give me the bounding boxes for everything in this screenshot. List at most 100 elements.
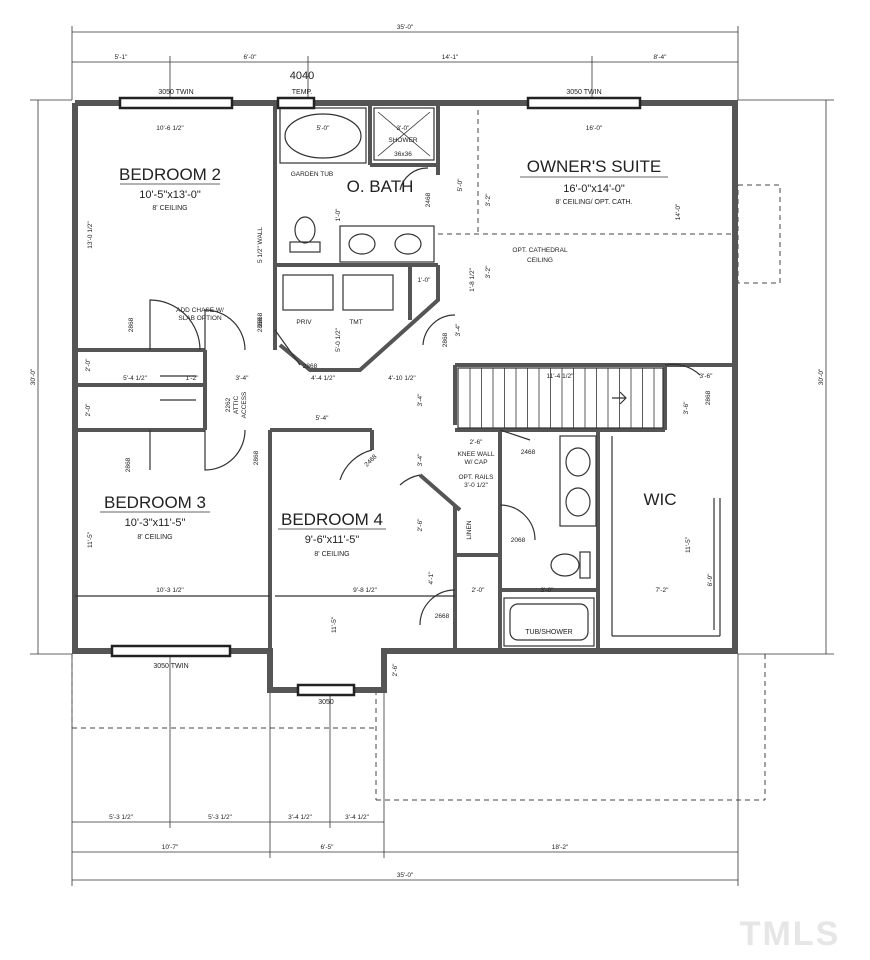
window-suite [526,96,642,110]
dim-wic-width: 7'-2" [656,587,670,594]
room-ceiling-owners-suite: 8' CEILING/ OPT. CATH. [555,199,632,206]
dim-top-c: 14'-1" [442,54,459,61]
room-ceiling-bedroom-4: 8' CEILING [314,551,349,558]
window-label-bed2: 3050 TWIN [158,89,193,96]
dim-wic-height: 11'-5" [685,536,692,553]
dim-suite-height: 14'-0" [675,203,682,220]
door-label-bed4-in: 2868 [303,363,318,370]
dim-vert-e: 3'-4" [417,453,424,467]
dim-vert-a: 2'-0" [85,358,92,372]
label-attic-3: ACCESS [241,391,248,418]
overall-depth-right: 30'-0" [818,368,825,385]
dim-bottom-g: 18'-2" [552,844,569,851]
label-mirror-2: TMT [349,319,362,326]
window-label-suite: 3050 TWIN [566,89,601,96]
dim-bottom-c: 3'-4 1/2" [288,814,312,821]
interior-walls [75,103,735,651]
fixture-labels: SHOWER 36x36 GARDEN TUB TUB/SHOWER LINEN… [176,137,573,636]
door-label-suite: 2868 [442,332,449,347]
stair-outline [457,367,664,429]
door-label-wic: 2868 [705,390,712,405]
room-bedroom-2: BEDROOM 2 10'-5"x13'-0" 8' CEILING [119,165,221,212]
dim-bottom-b: 5'-3 1/2" [208,814,232,821]
room-size-bedroom-4: 9'-6"x11'-5" [305,534,360,546]
label-cathedral-2: CEILING [527,257,553,264]
dim-bump: 2'-6" [392,663,399,677]
door-label-bed2: 2868 [128,317,135,332]
dim-vert-k: 1'-0" [335,208,342,222]
dim-hall-7: 5'-4" [316,415,330,422]
label-opt-rails: OPT. RAILS [458,474,494,481]
dim-hall-5: 4'-10 1/2" [388,375,416,382]
room-name-owners-suite: OWNER'S SUITE [527,157,662,176]
room-name-wic: WIC [643,490,676,509]
owners-bath-fixtures [279,107,435,311]
dim-hall-4: 4'-4 1/2" [311,375,335,382]
room-size-owners-suite: 16'-0"x14'-0" [563,183,625,195]
dim-hall-2: 1'-2" [186,375,200,382]
door-label-bed4: 2468 [363,453,378,468]
door-label-bath2: 2468 [521,449,536,456]
window-bed3 [110,644,232,658]
room-name-bedroom-4: BEDROOM 4 [281,510,383,529]
overall-width-top: 35'-0" [397,24,414,31]
label-knee-wall-cap: W/ CAP [464,459,487,466]
window-bed2 [118,96,234,110]
dim-vert-b: 2'-0" [85,403,92,417]
room-name-bedroom-3: BEDROOM 3 [104,493,206,512]
room-size-bedroom-2: 10'-5"x13'-0" [139,189,201,201]
room-wic: WIC [643,490,676,509]
window-label-bed3: 3050 TWIN [153,663,188,670]
door-label-obath: 2468 [425,192,432,207]
overall-depth-left: 30'-0" [30,368,37,385]
label-shower-size: 36x36 [394,151,412,158]
dim-suite-d2: 3'-2" [485,193,492,207]
windows [110,96,642,697]
door-label-hall-a: 2868 [257,317,264,332]
dim-hall-6: 5'-0 1/2" [335,327,342,351]
dim-bed2-width: 10'-6 1/2" [156,125,184,132]
dimension-texts-top: 35'-0" 5'-1" 6'-0" 14'-1" 8'-4" [115,24,668,61]
dimension-texts-bottom: 5'-3 1/2" 5'-3 1/2" 3'-4 1/2" 3'-4 1/2" … [109,814,569,879]
door-label-bed3: 2868 [125,457,132,472]
dim-bed4-width: 9'-8 1/2" [353,587,377,594]
dim-bottom-a: 5'-3 1/2" [109,814,133,821]
dim-vert-g: 3'-4" [417,393,424,407]
dim-vert-c: 4'-1" [428,571,435,585]
room-name-owners-bath: O. BATH [347,177,414,196]
dimension-texts-side: 30'-0" 30'-0" [30,368,825,385]
window-label-obath-temp: TEMP. [292,89,313,96]
dim-vert-j: 3'-4" [455,323,462,337]
staircase [457,367,664,429]
label-cathedral-1: OPT. CATHEDRAL [512,247,568,254]
room-ceiling-bedroom-2: 8' CEILING [152,205,187,212]
dim-vert-f: 6'-9" [707,573,714,587]
overall-width-bottom: 35'-0" [397,872,414,879]
dim-hall-1: 5'-4 1/2" [123,375,147,382]
room-size-bedroom-3: 10'-3"x11'-5" [125,517,186,529]
room-ceiling-bedroom-3: 8' CEILING [137,534,172,541]
label-mirror-1: PRIV [296,319,312,326]
hall-bath-fixtures [503,435,597,647]
dim-knee-1: 2'-6" [470,439,484,446]
dashed-projections [71,110,781,801]
label-knee-wall: KNEE WALL [458,451,495,458]
door-label-hall-c: 2668 [435,613,450,620]
stair-direction-arrow [612,391,627,405]
dim-suite-d1: 5'-0" [457,178,464,192]
dim-vert-h: 1'-8 1/2" [469,267,476,291]
dim-vert-i: 1'-0" [418,277,432,284]
label-attic-1: 2262 [225,397,232,412]
dim-knee-2: 3'-0 1/2" [464,482,488,489]
door-label-linen: 2068 [511,537,526,544]
dim-stair-side: 3'-6" [700,373,714,380]
room-bedroom-3: BEDROOM 3 10'-3"x11'-5" 8' CEILING [100,493,210,541]
dim-stair: 11'-4 1/2" [547,373,575,380]
dim-suite-d3: 3'-2" [485,265,492,279]
window-label-obath: 4040 [290,70,314,82]
label-tub-shower: TUB/SHOWER [525,629,572,636]
interior-dimensions: 10'-6 1/2" 13'-0 1/2" 5'-0" 3'-0" 16'-0"… [85,125,714,676]
door-label-hall-b: 2868 [253,450,260,465]
dim-bottom-f: 6'-5" [321,844,335,851]
